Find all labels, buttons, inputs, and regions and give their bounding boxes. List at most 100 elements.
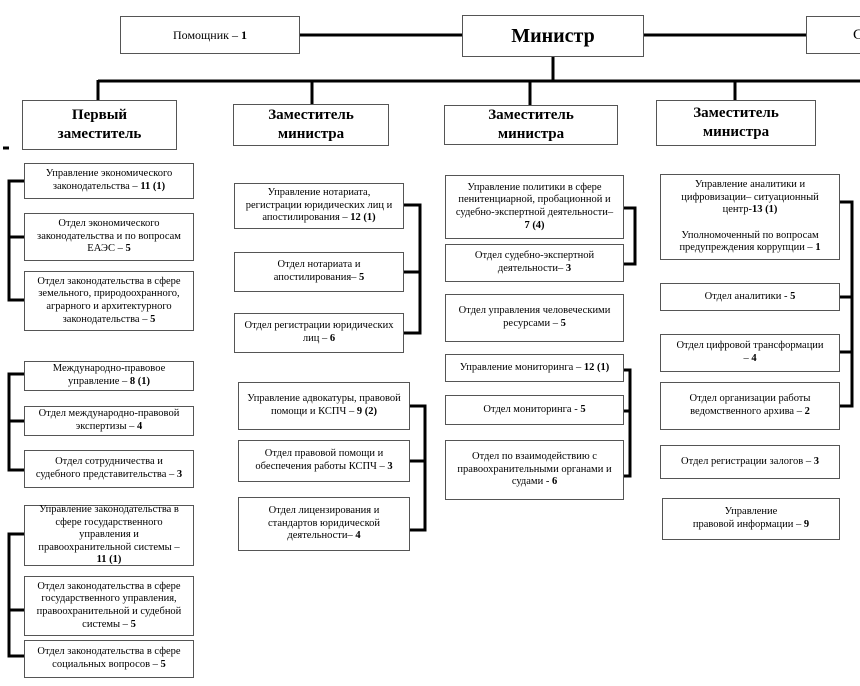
unit-label: Отдел законодательства в сфере земельног… — [37, 275, 181, 325]
unit-extra-label: Уполномоченный по вопросам предупреждени… — [679, 229, 819, 254]
unit-text: Отдел судебно-экспертной деятельности– 3 — [475, 250, 594, 275]
unit-box-c4u6: Управление правовой информации – 9 — [662, 498, 840, 540]
unit-box-c3u6: Отдел по взаимодействию с правоохранител… — [445, 440, 624, 500]
unit-text: Управление законодательства в сфере госу… — [38, 504, 179, 567]
unit-staff-count: 4 — [137, 421, 143, 432]
unit-label: Отдел судебно-экспертной деятельности– — [474, 250, 595, 274]
unit-label: Отдел аналитики - — [704, 290, 791, 302]
bracket-c3-b — [624, 368, 632, 478]
unit-staff-count: 3 — [387, 461, 393, 472]
unit-staff-count: 12 (1) — [583, 361, 610, 373]
unit-text: Управление нотариата, регистрации юридич… — [246, 187, 392, 225]
unit-staff-count: 6 — [329, 333, 336, 344]
unit-box-c2u5: Отдел правовой помощи и обеспечения рабо… — [238, 440, 410, 482]
unit-label: Отдел мониторинга - — [483, 403, 581, 415]
unit-staff-count: 5 — [560, 318, 566, 329]
unit-staff-count: 7 (4) — [524, 219, 545, 231]
unit-label: Отдел международно-правовой экспертизы – — [38, 408, 180, 432]
unit-text: Отдел нотариата и апостилирования– 5 — [274, 259, 365, 284]
unit-label: Управление адвокатуры, правовой помощи и… — [247, 393, 401, 417]
unit-box-c1u8: Отдел законодательства в сфере государст… — [24, 576, 194, 636]
unit-box-c2u6: Отдел лицензирования и стандартов юридич… — [238, 497, 410, 551]
unit-text: Управление экономического законодательст… — [46, 168, 173, 193]
bracket-c2-a — [404, 203, 422, 335]
unit-text: Отдел международно-правовой экспертизы –… — [39, 408, 180, 433]
deputy-3-title: Заместитель министра — [488, 107, 574, 142]
unit-text: Отдел законодательства в сфере земельног… — [37, 276, 180, 326]
unit-staff-count: 12 (1) — [350, 212, 376, 224]
unit-staff-count: 4 — [751, 353, 757, 364]
bracket-c3-a — [624, 206, 637, 266]
unit-label: Управление нотариата, регистрации юридич… — [245, 187, 393, 224]
unit-box-c1u5: Отдел международно-правовой экспертизы –… — [24, 406, 194, 436]
unit-box-c3u4: Управление мониторинга – 12 (1) — [445, 354, 624, 382]
unit-label: Отдел по взаимодействию с правоохранител… — [457, 451, 612, 488]
deputy-3: Заместитель министра — [444, 105, 618, 145]
unit-box-c2u4: Управление адвокатуры, правовой помощи и… — [238, 382, 410, 430]
unit-staff-count: 13 (1) — [752, 204, 778, 216]
unit-staff-count: 6 — [551, 476, 558, 488]
unit-box-c1u3: Отдел законодательства в сфере земельног… — [24, 271, 194, 331]
unit-staff-count: 4 — [355, 530, 361, 542]
unit-label: Отдел регистрации юридических лиц – — [244, 320, 394, 344]
unit-staff-count: 5 — [580, 403, 586, 415]
unit-text: Отдел сотрудничества и судебного предста… — [36, 456, 182, 481]
bracket-c1-c — [7, 532, 24, 658]
deputy-1: Первый заместитель — [22, 100, 177, 150]
unit-staff-count: 11 (1) — [96, 554, 122, 566]
unit-text: Отдел мониторинга - 5 — [483, 404, 585, 417]
unit-label: Отдел управления человеческими ресурсами… — [458, 305, 611, 329]
unit-box-c4u3: Отдел цифровой трансформации – 4 — [660, 334, 840, 372]
unit-staff-count: 3 — [565, 263, 572, 274]
bracket-c2-b — [410, 404, 427, 532]
unit-staff-count: 3 — [176, 469, 183, 480]
unit-staff-count: 5 — [150, 313, 156, 325]
unit-staff-count: 5 — [160, 659, 166, 670]
unit-text: Управление адвокатуры, правовой помощи и… — [247, 393, 400, 418]
unit-text: Управление мониторинга – 12 (1) — [460, 362, 609, 375]
unit-label: Управление политики в сфере пенитенциарн… — [455, 181, 614, 218]
unit-box-c3u2: Отдел судебно-экспертной деятельности– 3 — [445, 244, 624, 282]
unit-staff-count: 11 (1) — [140, 181, 166, 192]
unit-text: Управление политики в сфере пенитенциарн… — [456, 182, 613, 232]
unit-text: Отдел регистрации юридических лиц – 6 — [244, 320, 393, 345]
minister-title: Министр — [511, 24, 595, 47]
deputy-2: Заместитель министра — [233, 104, 389, 146]
assistant-box: Помощник – 1 — [120, 16, 300, 54]
unit-staff-count: 8 (1) — [129, 376, 150, 387]
unit-text: Международно-правовое управление – 8 (1) — [53, 363, 165, 388]
deputy-4: Заместитель министра — [656, 100, 816, 146]
unit-text: Отдел регистрации залогов – 3 — [681, 456, 819, 469]
unit-label: Отдел лицензирования и стандартов юридич… — [267, 505, 381, 542]
unit-label: Управление правовой информации – — [692, 506, 802, 530]
assistant-count: 1 — [240, 27, 247, 42]
unit-label: Управление экономического законодательст… — [45, 168, 173, 192]
unit-text: Управление аналитики и цифровизации– сит… — [679, 179, 820, 255]
unit-staff-count: 5 — [790, 290, 796, 302]
unit-label: Отдел цифровой трансформации – — [676, 340, 824, 364]
unit-staff-count: 9 — [803, 519, 810, 530]
unit-label: Отдел нотариата и апостилирования– — [273, 259, 361, 283]
unit-box-c1u9: Отдел законодательства в сфере социальны… — [24, 640, 194, 678]
unit-box-c1u2: Отдел экономического законодательства и … — [24, 213, 194, 261]
unit-text: Отдел аналитики - 5 — [705, 291, 796, 304]
unit-text: Отдел управления человеческими ресурсами… — [459, 305, 611, 330]
bracket-c4-a — [840, 200, 854, 408]
unit-label: Управление законодательства в сфере госу… — [38, 504, 180, 553]
unit-box-c4u4: Отдел организации работы ведомственного … — [660, 382, 840, 430]
unit-box-c3u1: Управление политики в сфере пенитенциарн… — [445, 175, 624, 239]
unit-box-c4u2: Отдел аналитики - 5 — [660, 283, 840, 311]
minister-box: Министр — [462, 15, 644, 57]
unit-text: Отдел цифровой трансформации – 4 — [676, 340, 823, 365]
unit-staff-count: 5 — [130, 618, 136, 630]
unit-staff-count: 5 — [125, 243, 131, 255]
unit-label: Управление аналитики и цифровизации– сит… — [681, 179, 819, 216]
right-cut-box: С — [806, 16, 860, 54]
unit-label: Отдел экономического законодательства и … — [37, 218, 181, 255]
right-cut-label: С — [853, 26, 860, 43]
unit-box-c3u3: Отдел управления человеческими ресурсами… — [445, 294, 624, 342]
unit-text: Отдел правовой помощи и обеспечения рабо… — [255, 448, 392, 473]
unit-label: Отдел правовой помощи и обеспечения рабо… — [255, 448, 385, 472]
bracket-c1-a — [7, 179, 24, 302]
